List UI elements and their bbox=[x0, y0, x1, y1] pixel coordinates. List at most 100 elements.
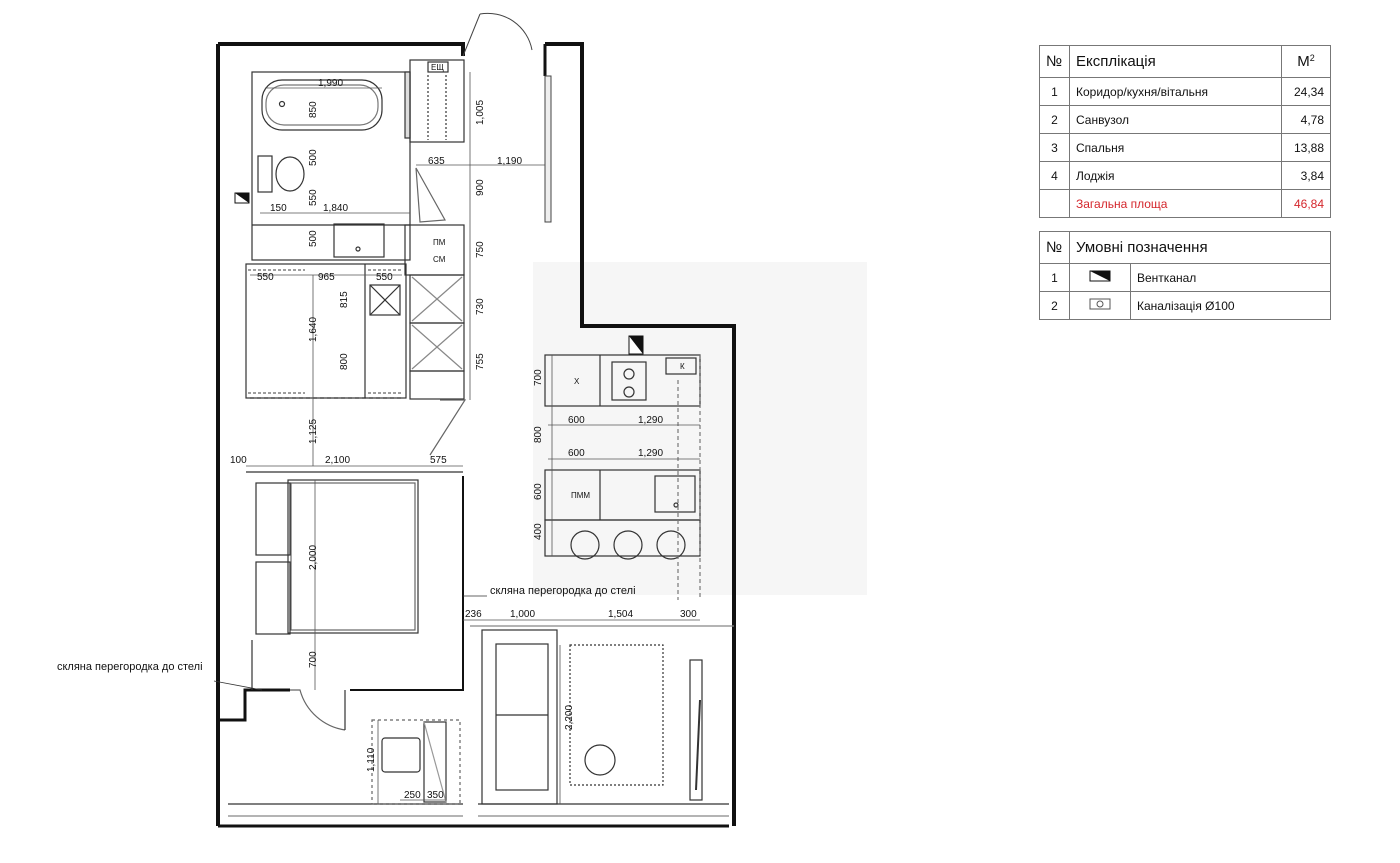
row-name: Спальня bbox=[1069, 133, 1282, 162]
explication-table: № Експлікація М2 1 Коридор/кухня/вітальн… bbox=[1039, 45, 1331, 218]
total-row: Загальна площа 46,84 bbox=[1039, 189, 1331, 218]
total-no bbox=[1039, 189, 1070, 218]
legend-header-no: № bbox=[1039, 231, 1070, 264]
vent-channel-icon bbox=[1069, 263, 1131, 292]
row-name: Санвузол bbox=[1069, 105, 1282, 134]
dim-700-bed: 700 bbox=[308, 651, 319, 668]
row-no: 3 bbox=[1039, 133, 1070, 162]
row-value: 13,88 bbox=[1281, 133, 1331, 162]
sofa bbox=[481, 629, 558, 805]
table-row: 4 Лоджія 3,84 bbox=[1039, 161, 1331, 190]
legend-header: № Умовні позначення bbox=[1039, 231, 1331, 264]
dim-550-left: 550 bbox=[257, 272, 274, 283]
sink bbox=[333, 223, 385, 258]
dim-300: 300 bbox=[680, 609, 697, 620]
table-row: 2 Санвузол 4,78 bbox=[1039, 105, 1331, 134]
dim-kitchen-700: 700 bbox=[533, 369, 544, 386]
row-no: 4 bbox=[1039, 161, 1070, 190]
dim-kitchen-600-a: 600 bbox=[568, 415, 585, 426]
bedroom bbox=[246, 471, 463, 731]
dim-1840: 1,840 bbox=[323, 203, 348, 214]
legend-row: 1 Вентканал bbox=[1039, 263, 1331, 292]
kitchen-sink bbox=[654, 475, 696, 513]
balcony-door bbox=[462, 12, 552, 223]
unit-superscript: 2 bbox=[1309, 53, 1315, 63]
vent-channel-icon bbox=[234, 192, 644, 355]
header-name: Експлікація bbox=[1069, 45, 1282, 78]
dim-1110: 1,110 bbox=[366, 747, 377, 772]
dim-1005: 1,005 bbox=[475, 100, 486, 125]
dim-755: 755 bbox=[475, 353, 486, 370]
dim-1190: 1,190 bbox=[497, 156, 522, 167]
dim-800: 800 bbox=[339, 353, 350, 370]
bathtub bbox=[261, 79, 383, 131]
label-glass-partition-right: скляна перегородка до стелі bbox=[490, 585, 636, 597]
legend-row-no: 1 bbox=[1039, 263, 1070, 292]
dim-1504: 1,504 bbox=[608, 609, 633, 620]
legend-row-name: Каналізація Ø100 bbox=[1130, 291, 1331, 320]
dim-635: 635 bbox=[428, 156, 445, 167]
total-value: 46,84 bbox=[1281, 189, 1331, 218]
legend-table: № Умовні позначення 1 Вентканал 2 Каналі… bbox=[1039, 231, 1331, 320]
label-esch: ЕЩ bbox=[431, 63, 444, 72]
dim-kitchen-800: 800 bbox=[533, 426, 544, 443]
wardrobe bbox=[245, 263, 407, 399]
bed bbox=[287, 479, 419, 634]
dim-815: 815 bbox=[339, 291, 350, 308]
dim-wc-550: 550 bbox=[308, 189, 319, 206]
legend-header-name: Умовні позначення bbox=[1069, 231, 1331, 264]
legend-row-no: 2 bbox=[1039, 291, 1070, 320]
dim-kitchen-600-c: 600 bbox=[533, 483, 544, 500]
cooktop bbox=[611, 361, 647, 401]
living-room bbox=[470, 625, 734, 817]
toilet bbox=[257, 155, 273, 193]
dim-wc-500: 500 bbox=[308, 149, 319, 166]
dim-bath-height: 850 bbox=[308, 101, 319, 118]
rug bbox=[569, 644, 664, 786]
dim-2100: 2,100 bbox=[325, 455, 350, 466]
dim-bath-width: 1,990 bbox=[318, 78, 343, 89]
round-table bbox=[584, 744, 616, 776]
dim-kitchen-600-b: 600 bbox=[568, 448, 585, 459]
explication-header: № Експлікація М2 bbox=[1039, 45, 1331, 78]
dim-550-right: 550 bbox=[376, 272, 393, 283]
table-row: 3 Спальня 13,88 bbox=[1039, 133, 1331, 162]
label-fridge: Х bbox=[574, 377, 580, 386]
row-no: 2 bbox=[1039, 105, 1070, 134]
label-sm: СМ bbox=[433, 255, 446, 264]
dim-sink-500: 500 bbox=[308, 230, 319, 247]
label-glass-partition-left: скляна перегородка до стелі bbox=[57, 661, 203, 673]
table-row: 1 Коридор/кухня/вітальня 24,34 bbox=[1039, 77, 1331, 106]
dim-965: 965 bbox=[318, 272, 335, 283]
total-name: Загальна площа bbox=[1069, 189, 1282, 218]
unit-label: М bbox=[1297, 53, 1310, 70]
outer-walls bbox=[216, 42, 736, 828]
header-no: № bbox=[1039, 45, 1070, 78]
dim-1125: 1,125 bbox=[308, 419, 319, 444]
label-oven: К bbox=[680, 362, 685, 371]
hallway-cabinets bbox=[404, 59, 467, 456]
row-name: Лоджія bbox=[1069, 161, 1282, 190]
dimension-lines bbox=[213, 72, 700, 804]
sewer-icon bbox=[1069, 291, 1131, 320]
dim-730: 730 bbox=[475, 298, 486, 315]
dim-575: 575 bbox=[430, 455, 447, 466]
kitchen bbox=[544, 354, 701, 600]
dim-1640: 1,640 bbox=[308, 317, 319, 342]
bathroom bbox=[251, 71, 411, 261]
dim-750: 750 bbox=[475, 241, 486, 258]
legend-row: 2 Каналізація Ø100 bbox=[1039, 291, 1331, 320]
row-no: 1 bbox=[1039, 77, 1070, 106]
dim-350: 350 bbox=[427, 790, 444, 801]
row-value: 3,84 bbox=[1281, 161, 1331, 190]
tv-stand bbox=[689, 659, 703, 801]
dim-236: 236 bbox=[465, 609, 482, 620]
dim-900: 900 bbox=[475, 179, 486, 196]
dim-150: 150 bbox=[270, 203, 287, 214]
label-dishwasher: ПММ bbox=[571, 491, 590, 500]
legend-row-name: Вентканал bbox=[1130, 263, 1331, 292]
loggia bbox=[228, 719, 463, 817]
dim-kitchen-1290-b: 1,290 bbox=[638, 448, 663, 459]
dim-250: 250 bbox=[404, 790, 421, 801]
